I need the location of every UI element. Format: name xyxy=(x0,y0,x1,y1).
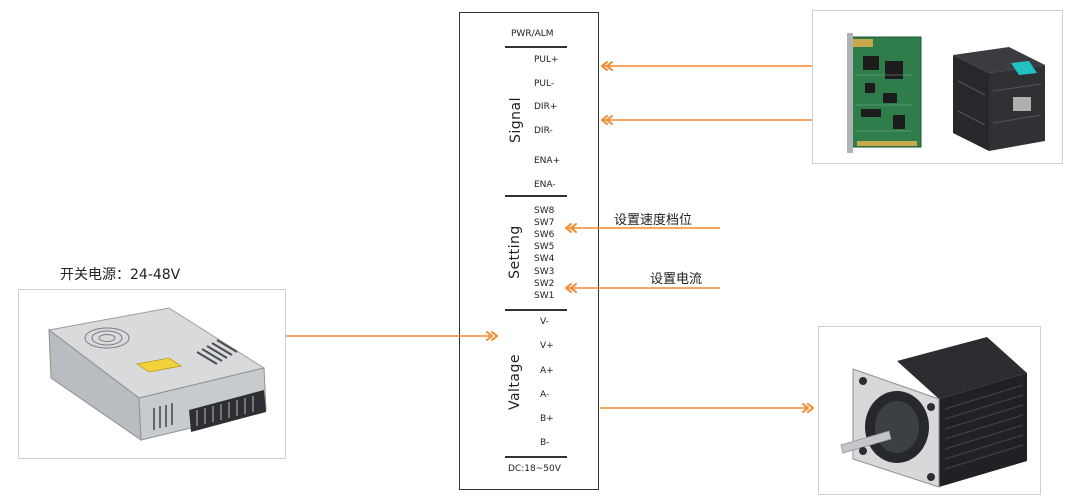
pin-sw3: SW3 xyxy=(534,267,555,277)
note-current-setting: 设置电流 xyxy=(650,272,703,287)
power-supply-image-frame xyxy=(18,289,286,459)
arrow-power-icon xyxy=(486,331,493,341)
pin-sw7: SW7 xyxy=(534,218,555,228)
plc-image xyxy=(953,47,1045,151)
driver-footer-label: DC:18~50V xyxy=(508,464,561,474)
controller-image-frame xyxy=(812,10,1063,164)
setting-voltage-divider xyxy=(505,309,567,311)
stepper-motor-image xyxy=(840,337,1027,488)
pin-sw5: SW5 xyxy=(534,242,555,252)
arrow-speed-icon xyxy=(565,223,572,233)
pin-dir-plus: DIR+ xyxy=(534,102,558,112)
power-supply-image xyxy=(47,307,267,441)
pin-sw4: SW4 xyxy=(534,254,555,264)
pin-sw8: SW8 xyxy=(534,206,555,216)
pin-v-minus: V- xyxy=(540,317,549,327)
pin-v-plus: V+ xyxy=(540,341,554,351)
note-speed-setting: 设置速度档位 xyxy=(614,213,693,228)
arrow-current-icon xyxy=(565,283,572,293)
pin-pul-minus: PUL- xyxy=(534,79,555,89)
pin-b-minus: B- xyxy=(540,438,550,448)
pin-ena-plus: ENA+ xyxy=(534,156,561,166)
driver-box xyxy=(459,12,599,490)
arrow-dir-icon xyxy=(601,115,608,125)
pin-sw1: SW1 xyxy=(534,291,555,301)
power-supply-title: 开关电源：24-48V xyxy=(60,267,181,283)
signal-setting-divider xyxy=(505,195,567,197)
pin-a-plus: A+ xyxy=(540,366,554,376)
pin-b-plus: B+ xyxy=(540,414,554,424)
pin-dir-minus: DIR- xyxy=(534,126,553,136)
pin-sw2: SW2 xyxy=(534,279,555,289)
pin-a-minus: A- xyxy=(540,390,550,400)
pin-pul-plus: PUL+ xyxy=(534,55,559,65)
controller-image xyxy=(847,33,1045,153)
footer-divider xyxy=(505,456,567,458)
driver-header-label: PWR/ALM xyxy=(511,29,554,39)
pin-sw6: SW6 xyxy=(534,230,555,240)
pci-card-image xyxy=(847,33,922,153)
arrow-motor-icon xyxy=(802,403,809,413)
motor-image-frame xyxy=(818,326,1041,495)
pin-ena-minus: ENA- xyxy=(534,180,556,190)
header-divider xyxy=(505,46,567,48)
arrow-pul-icon xyxy=(601,61,608,71)
